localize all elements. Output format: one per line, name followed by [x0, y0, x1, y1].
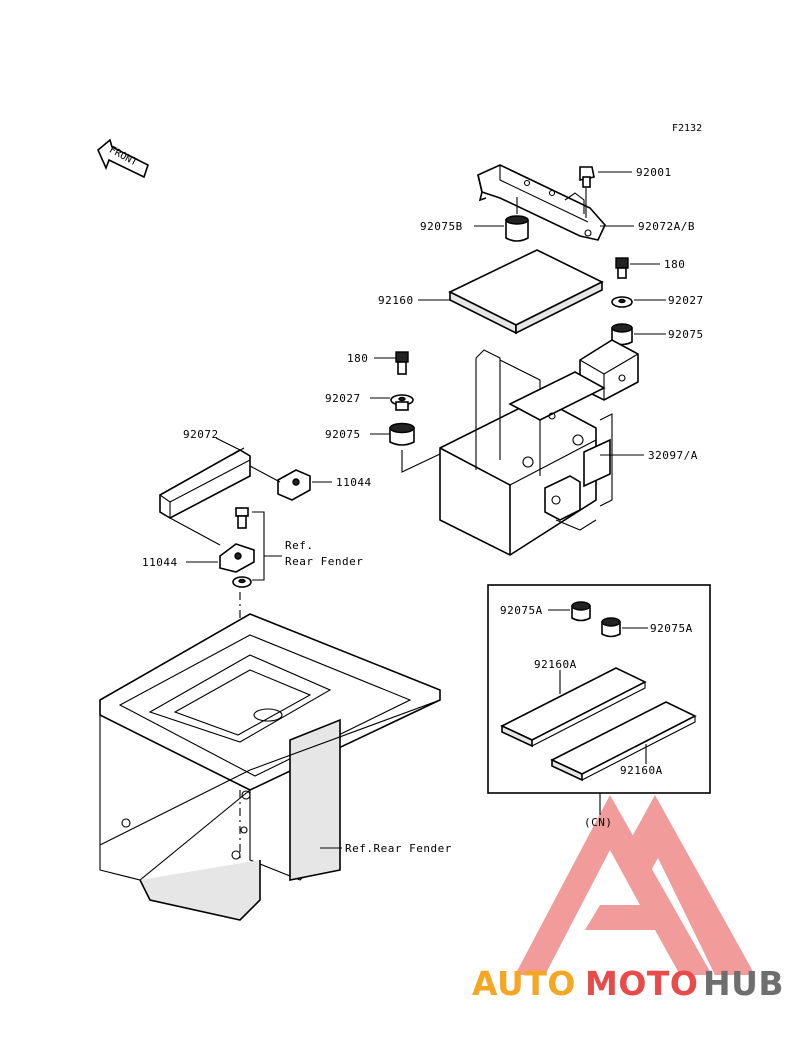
battery-pad-92160 [448, 249, 604, 335]
clip-11044-right [277, 469, 311, 501]
watermark-hub: HUB [703, 964, 784, 1003]
label-92075b: 92075B [420, 220, 463, 233]
label-11044-left: 11044 [142, 556, 178, 569]
damper-92075-left [389, 422, 415, 446]
label-92160: 92160 [378, 294, 414, 307]
label-92001: 92001 [636, 166, 672, 179]
watermark-moto: MOTO [585, 964, 698, 1003]
bracket-92072ab [477, 164, 606, 241]
label-cn: (CN) [584, 816, 613, 829]
bolt-180-right [615, 257, 629, 279]
label-180-left: 180 [347, 352, 368, 365]
label-32097a: 32097/A [648, 449, 698, 462]
washer-92027-right [611, 296, 633, 308]
label-92160a-2: 92160A [620, 764, 663, 777]
label-ref-2: Rear Fender [285, 555, 363, 568]
bolt-180-left [395, 351, 409, 375]
nut-rear-fender [232, 576, 252, 588]
label-92075a-1: 92075A [500, 604, 543, 617]
cn-kit-box [487, 584, 711, 794]
rear-fender [99, 613, 441, 921]
label-ref-1: Ref. [285, 539, 314, 552]
label-92160a-1: 92160A [534, 658, 577, 671]
watermark-wordmark: AUTO MOTO HUB [472, 964, 784, 1003]
label-92075a-2: 92075A [650, 622, 693, 635]
bolt-92001 [579, 166, 632, 218]
label-180-right: 180 [664, 258, 685, 271]
label-ref-rear-fender: Ref.Rear Fender [345, 842, 452, 855]
damper-92075-right [611, 323, 633, 346]
front-arrow-icon: FRONT [97, 138, 149, 179]
battery-case-32097a [439, 339, 639, 556]
label-92075-right: 92075 [668, 328, 704, 341]
label-92027-left: 92027 [325, 392, 361, 405]
label-11044-right: 11044 [336, 476, 372, 489]
watermark-auto: AUTO [472, 964, 576, 1003]
bolt-rear-fender [235, 507, 249, 529]
label-92072ab: 92072A/B [638, 220, 695, 233]
figure-code: F2132 [672, 123, 702, 134]
watermark-logo-triangle [515, 795, 755, 975]
label-92072: 92072 [183, 428, 219, 441]
label-92075-left: 92075 [325, 428, 361, 441]
damper-92075b [505, 197, 529, 242]
strap-92072 [159, 447, 251, 519]
washer-92027-left [390, 394, 414, 411]
label-92027-right: 92027 [668, 294, 704, 307]
clip-11044-left [219, 543, 255, 573]
